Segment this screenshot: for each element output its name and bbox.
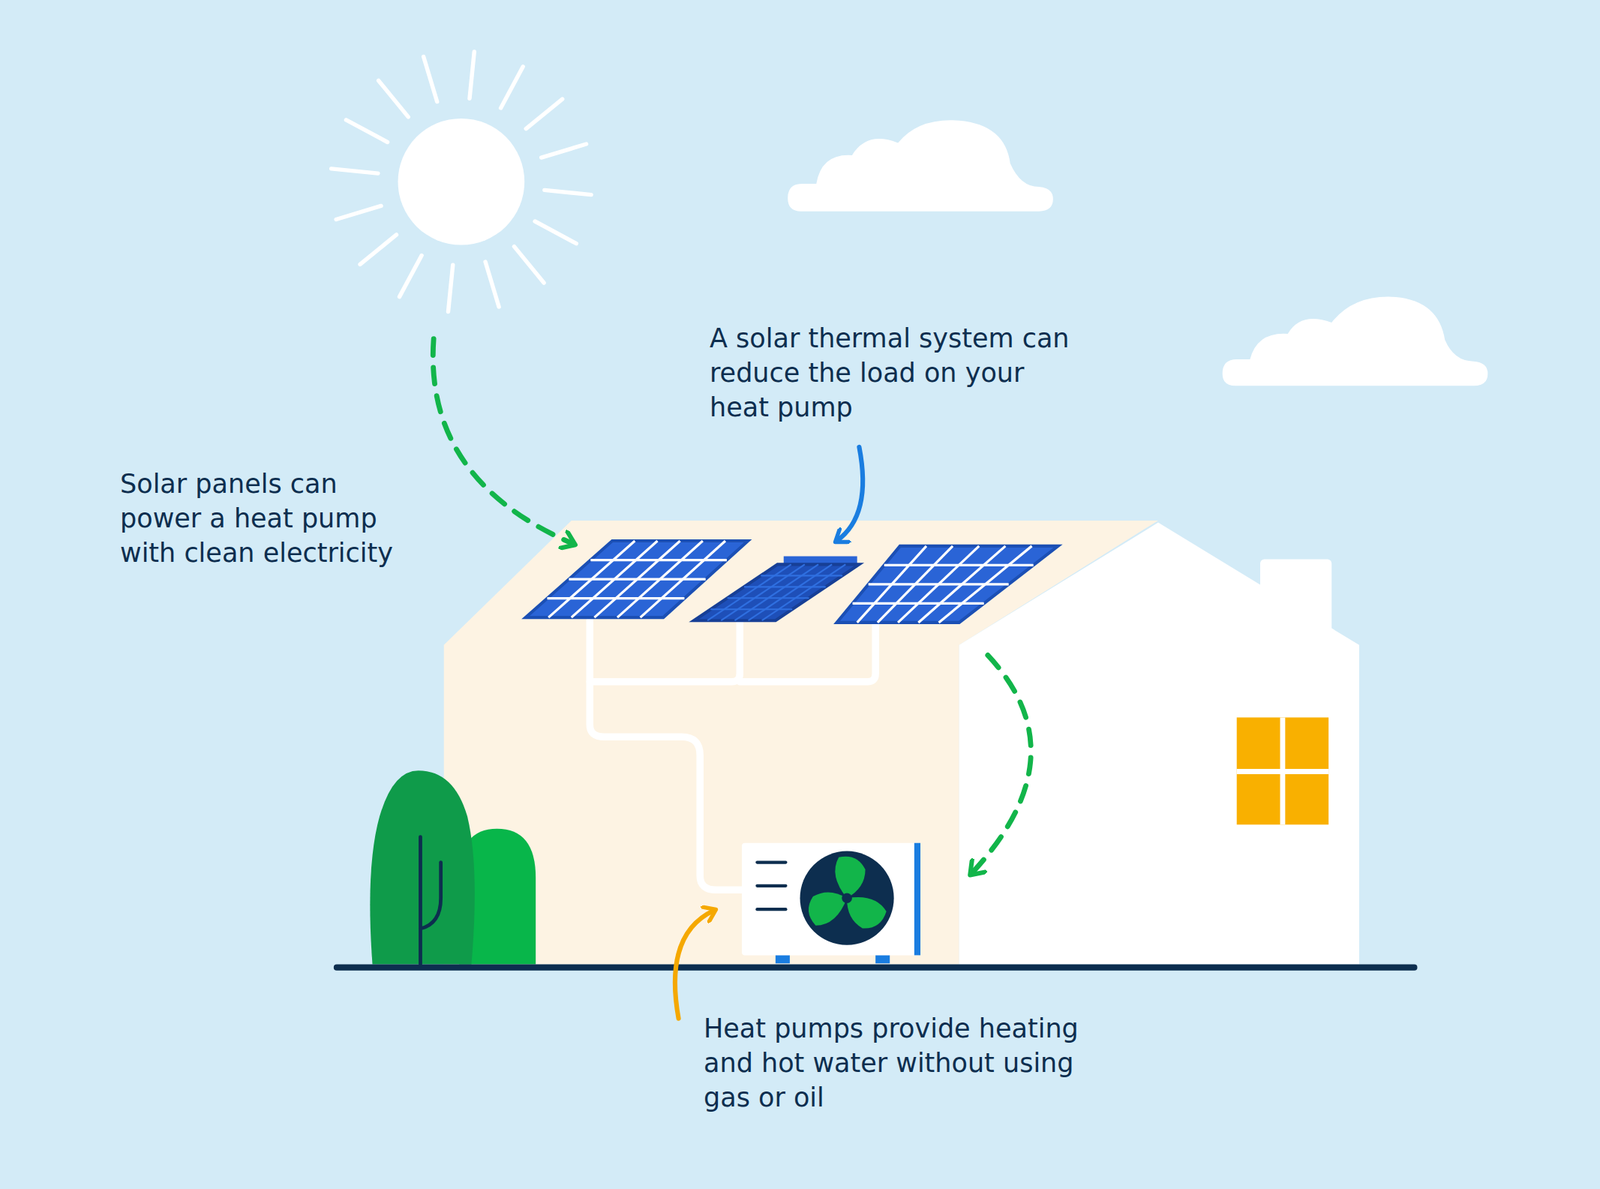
sun-ray — [331, 168, 379, 174]
sun — [331, 51, 592, 313]
fan-blade — [837, 888, 889, 936]
panel-grid — [852, 602, 985, 605]
sun-ray — [378, 80, 409, 117]
sun-ray — [485, 261, 499, 307]
sun-ray — [501, 66, 524, 109]
fan-blade — [834, 856, 865, 899]
sun-ray — [336, 205, 382, 220]
window — [1236, 717, 1329, 825]
panel-grid — [868, 582, 1009, 586]
tree — [369, 770, 536, 964]
sun-ray — [513, 246, 544, 283]
callout-text: A solar thermal system can reduce the lo… — [709, 321, 1070, 426]
panel-grid — [748, 564, 833, 621]
ground-line — [336, 964, 1415, 971]
panel-grid — [568, 577, 706, 580]
sun-ray — [423, 57, 438, 103]
sun-ray — [447, 264, 453, 312]
panel-grid — [710, 608, 793, 610]
leader-arrow — [971, 654, 1031, 874]
panel-grid — [707, 564, 792, 621]
heat-pump — [741, 843, 921, 964]
leader-arrow — [836, 447, 863, 541]
sun-ray — [399, 255, 423, 298]
solar-thermal-panel — [693, 555, 859, 621]
house — [444, 520, 1360, 965]
panel-grid — [720, 564, 805, 621]
panel-grid — [546, 597, 685, 600]
panel-grid — [727, 597, 810, 599]
panel-grid — [884, 564, 1034, 567]
sun-ray — [345, 120, 388, 143]
panel-grid — [762, 564, 847, 621]
sun-ray — [360, 234, 397, 265]
sun-ray — [544, 189, 592, 195]
panel-grid — [734, 564, 819, 621]
sun-ray — [525, 99, 562, 130]
callout-text: Heat pumps provide heating and hot water… — [703, 1011, 1094, 1116]
sun-ray — [469, 51, 475, 99]
sun-ray — [541, 144, 587, 158]
sun-ray — [534, 221, 577, 244]
callout-text: Solar panels can power a heat pump with … — [120, 466, 421, 571]
panel-grid — [590, 558, 727, 562]
fan-blade — [801, 882, 853, 930]
leader-arrow — [675, 910, 715, 1019]
solar-panel — [836, 546, 1058, 623]
panel-grid — [744, 585, 826, 588]
panel-grid — [760, 574, 843, 577]
leader-arrow — [432, 339, 574, 544]
